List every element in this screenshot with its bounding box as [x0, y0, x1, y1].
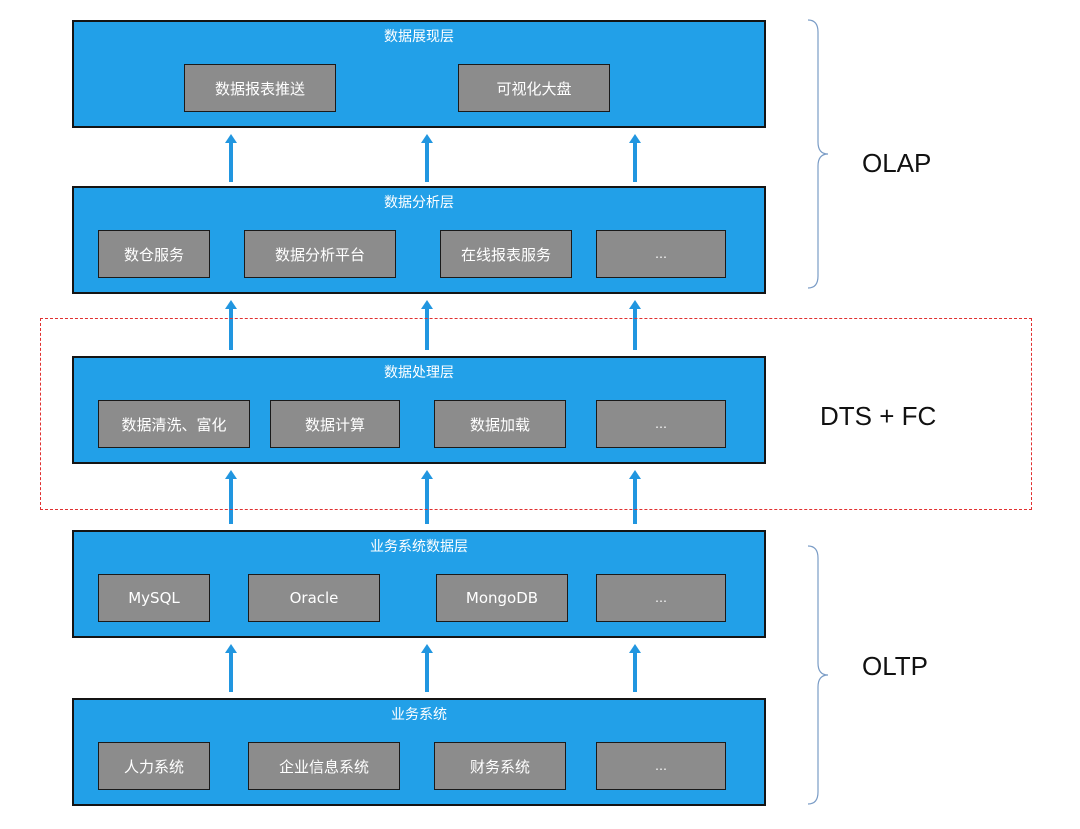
layer-processing: 数据处理层 数据清洗、富化 数据计算 数据加载 … — [72, 356, 766, 464]
oltp-label: OLTP — [862, 651, 928, 681]
layer-title: 数据分析层 — [384, 195, 454, 211]
item-visual-dashboard: 可视化大盘 — [458, 64, 610, 112]
layer-title: 数据展现层 — [384, 29, 454, 45]
up-arrow-icon — [419, 134, 435, 182]
layer-presentation: 数据展现层 数据报表推送 可视化大盘 — [72, 20, 766, 128]
item-more: … — [596, 742, 726, 790]
item-online-report: 在线报表服务 — [440, 230, 572, 278]
up-arrow-icon — [419, 470, 435, 524]
oltp-brace-icon — [807, 545, 829, 805]
item-data-compute: 数据计算 — [270, 400, 400, 448]
layer-title: 数据处理层 — [384, 365, 454, 381]
up-arrow-icon — [627, 300, 643, 350]
layer-business-systems: 业务系统 人力系统 企业信息系统 财务系统 … — [72, 698, 766, 806]
item-data-cleansing: 数据清洗、富化 — [98, 400, 250, 448]
up-arrow-icon — [627, 470, 643, 524]
up-arrow-icon — [223, 300, 239, 350]
item-enterprise-info: 企业信息系统 — [248, 742, 400, 790]
item-analysis-platform: 数据分析平台 — [244, 230, 396, 278]
up-arrow-icon — [223, 644, 239, 692]
up-arrow-icon — [223, 470, 239, 524]
item-oracle: Oracle — [248, 574, 380, 622]
item-more: … — [596, 230, 726, 278]
item-data-load: 数据加载 — [434, 400, 566, 448]
item-more: … — [596, 574, 726, 622]
layer-title: 业务系统 — [391, 707, 447, 723]
up-arrow-icon — [627, 134, 643, 182]
item-more: … — [596, 400, 726, 448]
olap-brace-icon — [807, 19, 829, 289]
up-arrow-icon — [627, 644, 643, 692]
item-hr-system: 人力系统 — [98, 742, 210, 790]
item-mysql: MySQL — [98, 574, 210, 622]
item-finance-system: 财务系统 — [434, 742, 566, 790]
dts-fc-region — [40, 318, 1032, 510]
up-arrow-icon — [419, 644, 435, 692]
item-report-push: 数据报表推送 — [184, 64, 336, 112]
up-arrow-icon — [419, 300, 435, 350]
item-mongodb: MongoDB — [436, 574, 568, 622]
layer-analysis: 数据分析层 数仓服务 数据分析平台 在线报表服务 … — [72, 186, 766, 294]
layer-business-data: 业务系统数据层 MySQL Oracle MongoDB … — [72, 530, 766, 638]
layer-title: 业务系统数据层 — [370, 539, 468, 555]
olap-label: OLAP — [862, 148, 932, 178]
dts-fc-label: DTS + FC — [820, 401, 937, 431]
up-arrow-icon — [223, 134, 239, 182]
item-warehouse-service: 数仓服务 — [98, 230, 210, 278]
